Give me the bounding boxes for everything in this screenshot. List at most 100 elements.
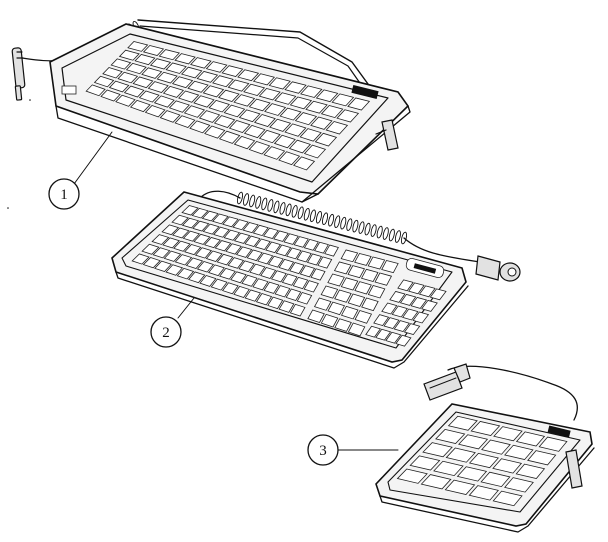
part-2-num-key: [347, 322, 366, 337]
part-2-key: [273, 230, 289, 242]
part-2-key: [262, 227, 279, 239]
part-2-key: [235, 246, 253, 258]
part-2-key: [203, 236, 221, 249]
part-2-key: [199, 275, 217, 287]
part-3-tilt-leg: [565, 449, 583, 489]
callout-1-circle: [48, 178, 80, 210]
part-2-coil-loop: [382, 227, 389, 240]
part-2-key: [182, 230, 201, 242]
part-1-key: [115, 94, 136, 107]
part-2-key: [165, 264, 184, 276]
part-2-key: [152, 247, 171, 259]
part-2-num-key: [307, 309, 325, 323]
part-3-key: [420, 474, 452, 490]
part-2-key: [233, 285, 250, 298]
part-1-key: [208, 99, 230, 113]
part-2-key: [257, 252, 274, 265]
part-2-arrow-key: [383, 317, 400, 330]
part-1-key: [305, 100, 328, 114]
part-2-key: [313, 241, 329, 254]
part-1-key: [274, 92, 297, 105]
part-2-arrow-key: [410, 296, 428, 309]
part-2-key: [255, 293, 273, 306]
part-2-key: [211, 213, 229, 225]
part-1-led: [61, 85, 77, 95]
part-2-key: [214, 240, 232, 252]
part-2-key: [278, 258, 295, 271]
callout-3-number: 3: [319, 443, 327, 459]
part-2-key: [296, 250, 312, 263]
part-1-key: [336, 109, 360, 123]
part-3-key: [422, 442, 453, 458]
part-3-cable: [447, 365, 578, 421]
part-3-key: [447, 415, 478, 431]
part-2-num-key: [367, 285, 386, 299]
part-2-arrow-key: [381, 302, 398, 315]
part-1-key: [253, 114, 276, 128]
part-2-num-key: [320, 285, 339, 299]
part-2-arrow-key: [375, 328, 392, 341]
part-2-arrow-key: [403, 323, 421, 336]
part-2-key: [324, 244, 339, 257]
part-2-key: [151, 234, 170, 245]
part-1-key: [85, 84, 106, 97]
part-3-key: [515, 431, 546, 447]
part-2-num-key: [381, 260, 399, 274]
part-2-key: [267, 255, 284, 268]
part-1-key: [190, 57, 212, 69]
part-3-key: [481, 439, 511, 455]
part-2-coil-loop: [352, 219, 359, 233]
part-1-key: [310, 116, 333, 130]
part-1-key: [193, 95, 215, 108]
part-2-coil-loop: [394, 230, 401, 243]
part-2-coil-loop: [291, 205, 298, 218]
part-2-arrow-key: [365, 325, 381, 338]
part-1-key: [314, 132, 338, 147]
part-1-key: [237, 69, 260, 82]
part-3-key: [470, 420, 501, 436]
part-2-key: [194, 247, 213, 259]
part-2-key: [185, 257, 204, 269]
part-1-key: [102, 67, 123, 79]
part-2-key: [281, 273, 298, 286]
part-2-key: [141, 243, 160, 255]
part-2-coil-loop: [388, 228, 395, 242]
part-2-arrow-key: [399, 293, 417, 306]
part-1-key: [300, 85, 323, 98]
part-2-key: [244, 235, 261, 247]
part-2-key: [249, 263, 266, 276]
part-2-full-keyboard: [111, 190, 521, 369]
part-1-key: [233, 94, 256, 107]
part-1-key: [227, 79, 250, 92]
part-1-key: [279, 107, 302, 121]
part-2-key: [299, 265, 316, 278]
part-2-num-key: [320, 313, 339, 328]
part-1-key: [233, 135, 256, 150]
part-1-key: [243, 83, 266, 96]
part-2-num-key: [360, 268, 379, 282]
part-2-key: [213, 226, 230, 238]
part-2-arrow-key: [421, 299, 438, 312]
part-2-key: [246, 249, 263, 262]
part-2-coil-loop: [340, 216, 347, 230]
part-3-key: [456, 466, 488, 482]
part-1-key: [189, 120, 211, 134]
part-1-key: [284, 123, 307, 137]
part-3-key: [468, 485, 499, 501]
part-1-compact-keyboard: [11, 19, 411, 203]
part-1-key: [268, 77, 291, 90]
part-2-key: [310, 268, 326, 281]
part-2-key: [254, 238, 271, 251]
part-1-key: [289, 96, 313, 110]
part-2-key: [267, 296, 284, 310]
part-3-key: [504, 477, 534, 493]
part-2-coil-loop: [322, 212, 329, 226]
part-1-key: [165, 62, 187, 74]
part-2-key: [230, 271, 247, 284]
part-2-coil-loop: [236, 191, 244, 205]
part-2-coil-loop: [243, 193, 250, 206]
part-2-key: [176, 267, 195, 280]
part-3-key: [538, 436, 568, 452]
part-2-key: [286, 247, 302, 260]
